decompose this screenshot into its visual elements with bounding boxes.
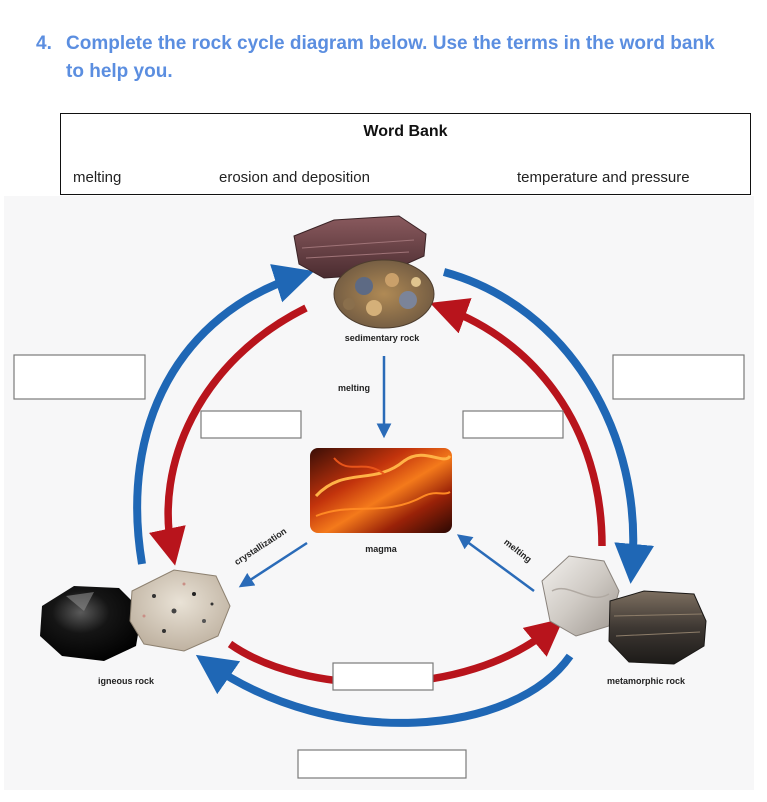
blue-arrow-igneous-to-sedimentary: [133, 264, 315, 565]
arrow-magma-to-igneous: [238, 541, 308, 588]
word-bank: Word Bank melting erosion and deposition…: [60, 113, 751, 195]
answer-box-left-outer[interactable]: [13, 354, 146, 400]
word-bank-term-temperature: temperature and pressure: [517, 169, 690, 186]
magma-label: magma: [365, 544, 398, 554]
word-bank-term-melting: melting: [73, 169, 122, 186]
answer-box-left-inner[interactable]: [200, 410, 302, 439]
blue-arrow-sedimentary-to-metamorphic: [442, 268, 655, 584]
answer-box-bottom-inner[interactable]: [332, 662, 434, 691]
sedimentary-rock-image: [293, 215, 435, 329]
metamorphic-rock-image: [541, 555, 707, 665]
igneous-rock-image: [40, 569, 231, 661]
answer-box-right-inner[interactable]: [462, 410, 564, 439]
word-bank-term-erosion: erosion and deposition: [219, 169, 370, 186]
red-arrow-metamorphic-to-sedimentary: [429, 298, 606, 547]
answer-box-bottom-outer[interactable]: [297, 749, 467, 779]
arrow-metamorphic-to-magma: [456, 534, 535, 593]
answer-box-right-outer[interactable]: [612, 354, 745, 400]
red-arrow-sedimentary-to-igneous: [149, 304, 308, 566]
sedimentary-rock-label: sedimentary rock: [345, 333, 421, 343]
rock-cycle-diagram: sedimentary rock magma igneous rock meta…: [4, 196, 754, 790]
blue-arrow-metamorphic-to-igneous: [195, 653, 574, 727]
sedimentary-to-magma-label: melting: [338, 383, 370, 393]
igneous-rock-label: igneous rock: [98, 676, 155, 686]
question-text: Complete the rock cycle diagram below. U…: [66, 33, 715, 82]
question-number: 4.: [36, 33, 52, 54]
metamorphic-rock-label: metamorphic rock: [607, 676, 686, 686]
magma-image: [310, 448, 452, 533]
word-bank-title: Word Bank: [363, 123, 448, 140]
